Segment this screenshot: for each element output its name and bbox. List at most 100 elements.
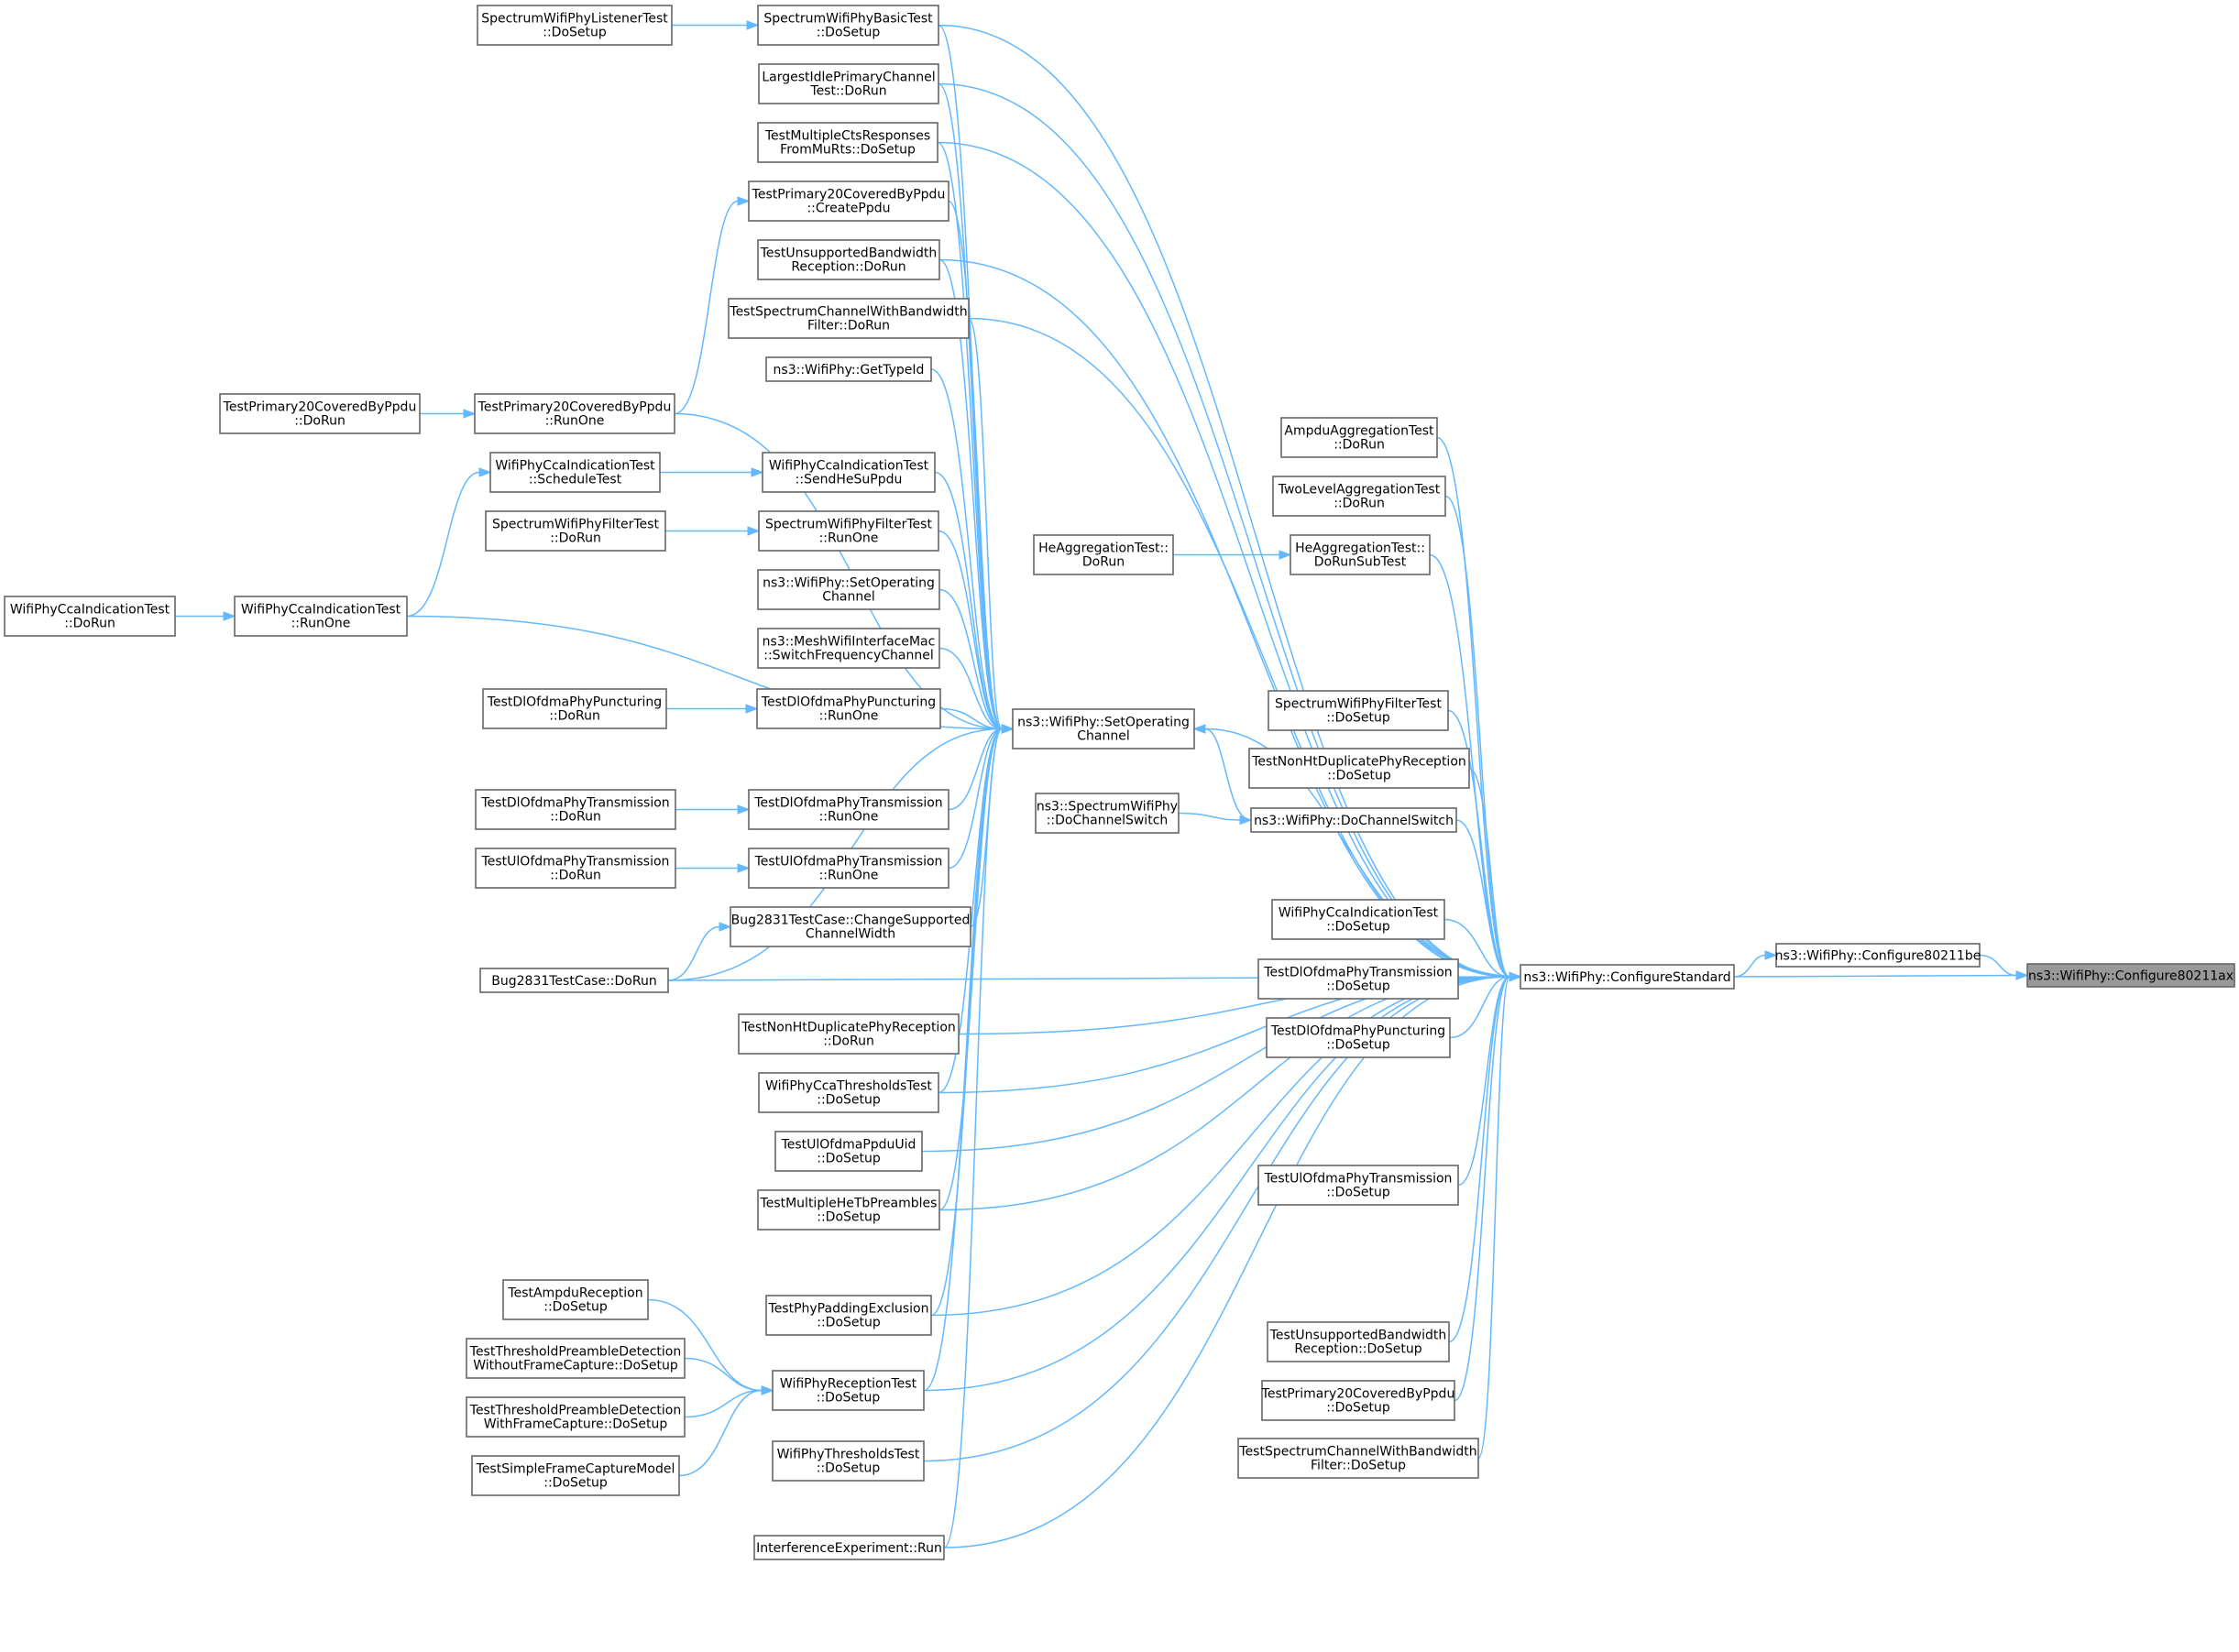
node-heAggDoRun[interactable]: HeAggregationTest::DoRun xyxy=(1033,534,1174,575)
node-ccaIndSetup[interactable]: WifiPhyCcaIndicationTest::DoSetup xyxy=(1271,899,1445,940)
node-interfRun[interactable]: InterferenceExperiment::Run xyxy=(753,1535,945,1560)
node-label: TestUlOfdmaPhyTransmission xyxy=(1264,1172,1453,1187)
node-box xyxy=(772,1370,925,1411)
node-ccaSched[interactable]: WifiPhyCcaIndicationTest::ScheduleTest xyxy=(489,452,661,493)
edge-line xyxy=(934,471,1003,730)
node-thrWithout[interactable]: TestThresholdPreambleDetectionWithoutFra… xyxy=(466,1338,686,1379)
node-ulTxDoRun[interactable]: TestUlOfdmaPhyTransmission::DoRun xyxy=(475,848,676,889)
edge-line xyxy=(938,258,1003,730)
edge-arrowhead xyxy=(761,1385,774,1395)
node-ccaSendHeSu[interactable]: WifiPhyCcaIndicationTest::SendHeSuPpdu xyxy=(762,452,936,493)
node-box xyxy=(466,1338,686,1379)
node-label: ::SendHeSuPpdu xyxy=(796,473,903,487)
node-padExcl[interactable]: TestPhyPaddingExclusion::DoSetup xyxy=(765,1295,932,1336)
edge-arrowhead xyxy=(1279,550,1292,560)
node-label: TestSpectrumChannelWithBandwidth xyxy=(1238,1445,1476,1460)
node-nonHtDupSetup[interactable]: TestNonHtDuplicatePhyReception::DoSetup xyxy=(1248,748,1470,789)
node-bugDoRun[interactable]: Bug2831TestCase::DoRun xyxy=(479,968,669,993)
node-ulTxSetup[interactable]: TestUlOfdmaPhyTransmission::DoSetup xyxy=(1257,1165,1459,1206)
node-box xyxy=(1272,476,1446,517)
node-label: ChannelWidth xyxy=(806,927,895,942)
node-label: ns3::WifiPhy::SetOperating xyxy=(763,576,935,591)
node-box xyxy=(730,906,971,947)
node-prim20Setup[interactable]: TestPrimary20CoveredByPpdu::DoSetup xyxy=(1261,1380,1455,1421)
node-label: Filter::DoSetup xyxy=(1311,1459,1406,1473)
node-label: WifiPhyReceptionTest xyxy=(780,1377,917,1392)
edge-doChannelSwitch-to-setOperatingChannel xyxy=(1192,724,1252,821)
node-prim20Create[interactable]: TestPrimary20CoveredByPpdu::CreatePpdu xyxy=(748,181,949,222)
node-nonHtDupRun[interactable]: TestNonHtDuplicatePhyReception::DoRun xyxy=(738,1013,960,1055)
node-configure80211be[interactable]: ns3::WifiPhy::Configure80211be xyxy=(1775,943,1981,968)
edge-unsupBwRun-to-configureStandard xyxy=(938,258,1522,982)
node-multiHeTb[interactable]: TestMultipleHeTbPreambles::DoSetup xyxy=(757,1189,940,1231)
node-spectrumDoChannelSwitch[interactable]: ns3::SpectrumWifiPhy::DoChannelSwitch xyxy=(1035,793,1180,834)
edge-line xyxy=(938,728,1003,1094)
edge-line xyxy=(1436,436,1510,978)
node-label: TestDlOfdmaPhyPuncturing xyxy=(487,695,662,710)
edge-multiCts-to-configureStandard xyxy=(937,141,1522,982)
node-thrTestSetup[interactable]: WifiPhyThresholdsTest::DoSetup xyxy=(772,1440,925,1482)
node-meshSwitch[interactable]: ns3::MeshWifiInterfaceMac::SwitchFrequen… xyxy=(757,628,940,669)
node-box xyxy=(757,122,938,163)
node-label: TestPrimary20CoveredByPpdu xyxy=(477,400,672,415)
node-label: TestDlOfdmaPhyTransmission xyxy=(1263,966,1452,980)
node-ccaDoRun[interactable]: WifiPhyCcaIndicationTest::DoRun xyxy=(4,596,176,637)
node-ampduAggTest[interactable]: AmpduAggregationTest::DoRun xyxy=(1280,417,1438,458)
node-dlTxSetup[interactable]: TestDlOfdmaPhyTransmission::DoSetup xyxy=(1257,958,1459,1000)
node-ccaThrSetup[interactable]: WifiPhyCcaThresholdsTest::DoSetup xyxy=(758,1072,939,1113)
node-label: Reception::DoRun xyxy=(791,260,905,275)
node-label: TestNonHtDuplicatePhyReception xyxy=(741,1021,956,1035)
node-prim20RunOne[interactable]: TestPrimary20CoveredByPpdu::RunOne xyxy=(474,393,675,434)
node-label: WifiPhyCcaThresholdsTest xyxy=(765,1079,932,1094)
node-label: WifiPhyCcaIndicationTest xyxy=(769,459,929,474)
node-specChanBwRun[interactable]: TestSpectrumChannelWithBandwidthFilter::… xyxy=(728,298,970,339)
edge-line xyxy=(938,530,1003,730)
node-ulPpduUid[interactable]: TestUlOfdmaPpduUid::DoSetup xyxy=(774,1131,923,1172)
node-ccaRunOne[interactable]: WifiPhyCcaIndicationTest::RunOne xyxy=(234,596,408,637)
node-heAggSubTest[interactable]: HeAggregationTest::DoRunSubTest xyxy=(1290,534,1431,575)
node-getTypeId[interactable]: ns3::WifiPhy::GetTypeId xyxy=(765,356,932,382)
node-specListenerSetup[interactable]: SpectrumWifiPhyListenerTest::DoSetup xyxy=(477,5,673,46)
node-multiCts[interactable]: TestMultipleCtsResponsesFromMuRts::DoSet… xyxy=(757,122,938,163)
edge-line xyxy=(406,471,480,618)
node-ulTxRunOne[interactable]: TestUlOfdmaPhyTransmission::RunOne xyxy=(748,848,949,889)
edge-arrowhead xyxy=(463,409,477,419)
node-unsupBwSetup[interactable]: TestUnsupportedBandwidthReception::DoSet… xyxy=(1267,1321,1450,1362)
node-dlPuncRunOne[interactable]: TestDlOfdmaPhyPuncturing::RunOne xyxy=(756,688,941,729)
node-thrWith[interactable]: TestThresholdPreambleDetectionWithFrameC… xyxy=(466,1396,686,1438)
node-ampduRecSetup[interactable]: TestAmpduReception::DoSetup xyxy=(502,1279,649,1320)
node-label: ::DoRun xyxy=(64,617,115,631)
edge-line xyxy=(938,24,1003,730)
edge-arrowhead xyxy=(719,922,732,932)
node-specFilterRunOne[interactable]: SpectrumWifiPhyFilterTest::RunOne xyxy=(758,510,939,552)
node-twoLevelAgg[interactable]: TwoLevelAggregationTest::DoRun xyxy=(1272,476,1446,517)
node-specFilterDoRun[interactable]: SpectrumWifiPhyFilterTest::DoRun xyxy=(485,510,666,552)
node-dlTxDoRun[interactable]: TestDlOfdmaPhyTransmission::DoRun xyxy=(475,789,676,830)
node-label: WifiPhyCcaIndicationTest xyxy=(1279,906,1439,921)
edge-line xyxy=(1468,767,1510,978)
node-doChannelSwitch[interactable]: ns3::WifiPhy::DoChannelSwitch xyxy=(1250,807,1457,833)
node-dlTxRunOne[interactable]: TestDlOfdmaPhyTransmission::RunOne xyxy=(748,789,949,830)
node-box xyxy=(757,239,940,280)
node-simpleFrame[interactable]: TestSimpleFrameCaptureModel::DoSetup xyxy=(471,1455,680,1496)
node-bugChange[interactable]: Bug2831TestCase::ChangeSupportedChannelW… xyxy=(730,906,971,947)
edge-configureStandard-to-configure80211ax xyxy=(1733,970,2029,980)
node-recTestSetup[interactable]: WifiPhyReceptionTest::DoSetup xyxy=(772,1370,925,1411)
node-specFilterSetup[interactable]: SpectrumWifiPhyFilterTest::DoSetup xyxy=(1268,690,1449,731)
edge-line xyxy=(678,1389,763,1477)
node-dlPuncDoRun[interactable]: TestDlOfdmaPhyPuncturing::DoRun xyxy=(482,688,667,729)
node-configureStandard[interactable]: ns3::WifiPhy::ConfigureStandard xyxy=(1520,964,1735,990)
node-box xyxy=(1775,943,1981,968)
node-specBasicSetup[interactable]: SpectrumWifiPhyBasicTest::DoSetup xyxy=(757,5,939,46)
node-configure80211ax[interactable]: ns3::WifiPhy::Configure80211ax xyxy=(2026,963,2235,988)
node-label: TestUnsupportedBandwidth xyxy=(760,246,937,261)
node-specChanBwSetup[interactable]: TestSpectrumChannelWithBandwidthFilter::… xyxy=(1237,1438,1479,1479)
node-dlPuncSetup[interactable]: TestDlOfdmaPhyPuncturing::DoSetup xyxy=(1266,1017,1451,1058)
node-box xyxy=(475,789,676,830)
node-label: ::DoSetup xyxy=(1326,711,1390,726)
node-prim20DoRun[interactable]: TestPrimary20CoveredByPpdu::DoRun xyxy=(219,393,421,434)
